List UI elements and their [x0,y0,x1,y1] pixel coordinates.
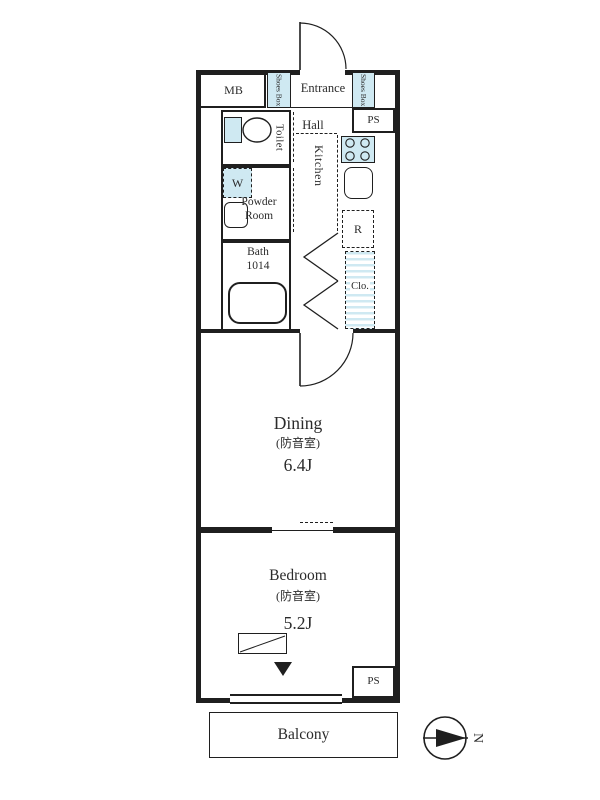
dining-bedroom-door-track [300,522,333,523]
wall-bath-dining [196,329,300,333]
bedroom-size: 5.2J [283,612,313,633]
refrigerator-label: R [353,221,362,236]
kitchen-sink [344,167,373,199]
bath-label: Bath 1014 [233,244,283,276]
opening-marker-triangle [274,662,292,676]
bath-label-line2: 1014 [246,260,270,272]
toilet-tank [224,117,242,143]
entrance-door-gap [300,70,345,75]
hall-label: Hall [302,117,324,132]
meter-box [201,75,266,108]
hall-kitchen-boundary [337,135,338,231]
hall-kitchen-top-boundary [296,133,337,134]
washing-machine [223,168,252,198]
bedroom-counter [238,633,287,654]
wall-dining-bedroom-left [201,527,272,533]
powder-sink [224,202,248,228]
entrance-door-arc [299,22,347,70]
toilet-label: Toilet [273,124,285,152]
bath-label-line1: Bath [247,246,269,259]
washing-machine-label: W [231,175,244,190]
powder-room-label: Powder Room [230,194,288,226]
pipe-space-top-label: PS [367,113,380,126]
dining-bedroom-opening-line [272,530,333,531]
dining-size: 6.4J [283,454,313,475]
balcony [209,712,398,758]
pipe-space-bottom-label: PS [367,675,380,688]
bedroom-window [230,694,342,704]
entrance-label: Entrance [300,80,346,95]
pipe-space-bottom [352,666,395,698]
shoes-box-left-label: Shoes Box [274,73,284,107]
bedroom-note: (防音室) [276,589,320,604]
closet-label: Clo. [345,279,375,295]
powder-room-label-line1: Powder [241,196,277,209]
powder-room-label-line2: Room [244,210,274,222]
shoes-box-left [267,72,291,108]
powder-door-line [293,168,294,232]
dining-note: (防音室) [276,436,320,451]
pipe-space-top [352,108,395,133]
balcony-label: Balcony [277,725,330,743]
compass-needle [436,729,466,747]
wall-dining-bedroom-right [333,527,395,533]
shoes-box-right [352,72,375,108]
toilet-door-line [293,112,294,162]
bathtub [228,282,287,324]
stove [341,136,375,163]
compass [423,716,468,760]
bedroom-label: Bedroom [269,566,327,584]
refrigerator-space [342,210,374,248]
entrance-step-line [291,107,352,108]
meter-box-label: MB [224,83,243,98]
dining-label: Dining [273,412,323,433]
compass-north-label: N [470,732,486,744]
closet-label-text: Clo. [350,280,370,294]
kitchen-label: Kitchen [312,145,327,187]
wall-kitchen-dining [353,329,400,333]
shoes-box-right-label: Shoes Box [359,73,368,107]
